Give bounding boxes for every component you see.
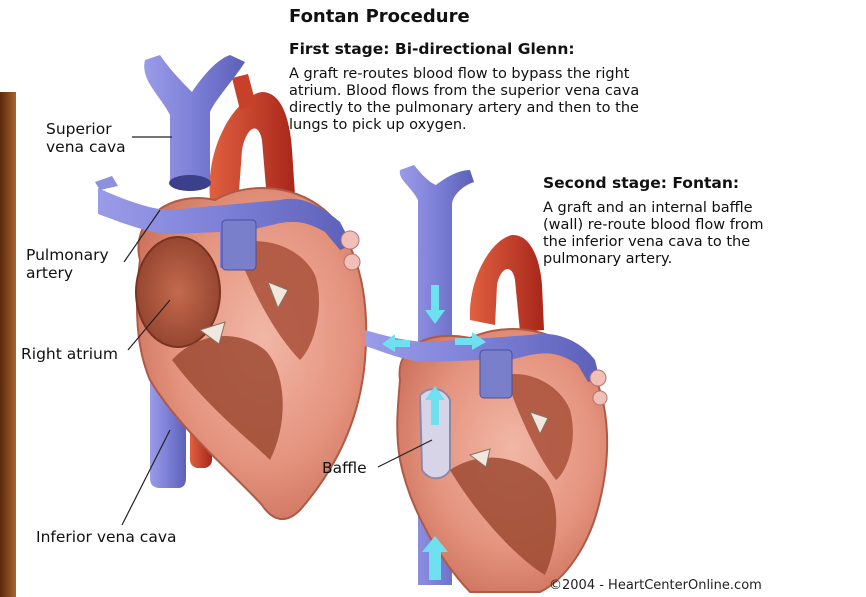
stage-one-line: lungs to pick up oxygen.	[289, 117, 829, 134]
aortic-branch-1	[232, 74, 256, 110]
stage-one-line: directly to the pulmonary artery and the…	[289, 100, 829, 117]
pulm-vein-2b	[593, 391, 607, 405]
stage-two-line: A graft and an internal baffle	[543, 200, 861, 217]
pa-branch-1	[95, 176, 118, 190]
pulm-vein-1b	[344, 254, 360, 270]
background-photo-strip	[0, 92, 16, 597]
label-svc-line: Superior	[46, 120, 126, 138]
label-pa-line: Pulmonary	[26, 246, 109, 264]
stage-one-line: A graft re-routes blood flow to bypass t…	[289, 66, 829, 83]
label-inferior-vena-cava: Inferior vena cava	[36, 528, 177, 546]
stage-one-heading: First stage: Bi-directional Glenn:	[289, 40, 575, 58]
stage-one-line: atrium. Blood flows from the superior ve…	[289, 83, 829, 100]
aortic-arch-2	[470, 235, 544, 332]
label-right-atrium: Right atrium	[21, 345, 118, 363]
label-baffle: Baffle	[322, 459, 367, 477]
stage-two-line: the inferior vena cava to the	[543, 234, 861, 251]
pulm-vein-2a	[590, 370, 606, 386]
graft-2	[480, 350, 512, 398]
copyright-credit: ©2004 - HeartCenterOnline.com	[549, 578, 762, 593]
label-superior-vena-cava: Superior vena cava	[46, 120, 126, 156]
svc-cut-end-1	[169, 175, 211, 191]
graft-1	[222, 220, 256, 270]
stage-two-description: A graft and an internal baffle (wall) re…	[543, 200, 861, 268]
label-pa-line: artery	[26, 264, 109, 282]
diagram-title: Fontan Procedure	[289, 6, 470, 27]
pulm-vein-1a	[341, 231, 359, 249]
label-pulmonary-artery: Pulmonary artery	[26, 246, 109, 282]
stage-two-line: pulmonary artery.	[543, 251, 861, 268]
stage-two-line: (wall) re-route blood flow from	[543, 217, 861, 234]
stage-two-heading: Second stage: Fontan:	[543, 174, 739, 192]
stage-one-description: A graft re-routes blood flow to bypass t…	[289, 66, 829, 134]
label-svc-line: vena cava	[46, 138, 126, 156]
